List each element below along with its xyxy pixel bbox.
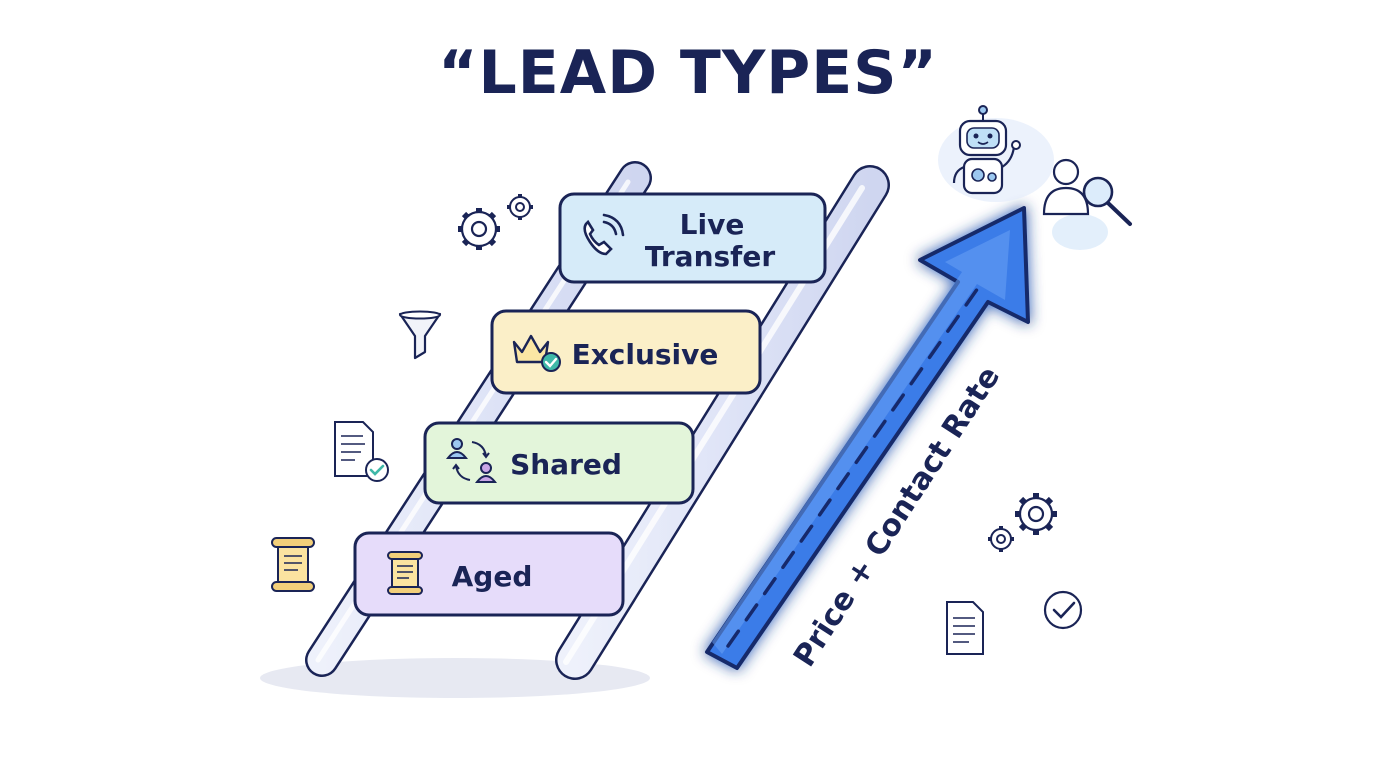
crown-check-icon bbox=[512, 334, 561, 372]
price-contact-rate-arrow bbox=[705, 206, 1030, 670]
document-check-icon bbox=[334, 421, 389, 482]
diagram-title: “LEAD TYPES” bbox=[438, 38, 938, 108]
robot-icon bbox=[938, 105, 1054, 202]
ladder-shadow bbox=[260, 658, 650, 698]
gear-icon bbox=[1015, 493, 1057, 535]
gear-icon bbox=[988, 526, 1014, 552]
rung-exclusive: Exclusive bbox=[490, 309, 762, 395]
checkmark-circle-icon bbox=[1043, 590, 1083, 630]
scroll-icon bbox=[387, 551, 423, 595]
funnel-icon bbox=[398, 310, 442, 360]
rung-label-line-2: Transfer bbox=[645, 240, 775, 273]
gear-icon bbox=[458, 208, 500, 250]
rung-label: Shared bbox=[510, 448, 622, 481]
people-exchange-icon bbox=[445, 438, 498, 483]
gear-icon bbox=[507, 194, 533, 220]
document-icon bbox=[946, 601, 984, 655]
rung-shared: Shared bbox=[423, 421, 695, 505]
phone-icon bbox=[583, 213, 625, 256]
rung-live-transfer: Live Transfer bbox=[558, 192, 827, 284]
user-search-icon bbox=[1042, 158, 1132, 250]
rung-label: Aged bbox=[452, 560, 533, 593]
rung-label-line-1: Live bbox=[680, 208, 745, 241]
rung-aged: Aged bbox=[353, 531, 625, 617]
rung-label: Exclusive bbox=[572, 338, 719, 371]
scroll-icon bbox=[271, 537, 315, 592]
ladder: Live Transfer Exclusive bbox=[305, 161, 890, 680]
